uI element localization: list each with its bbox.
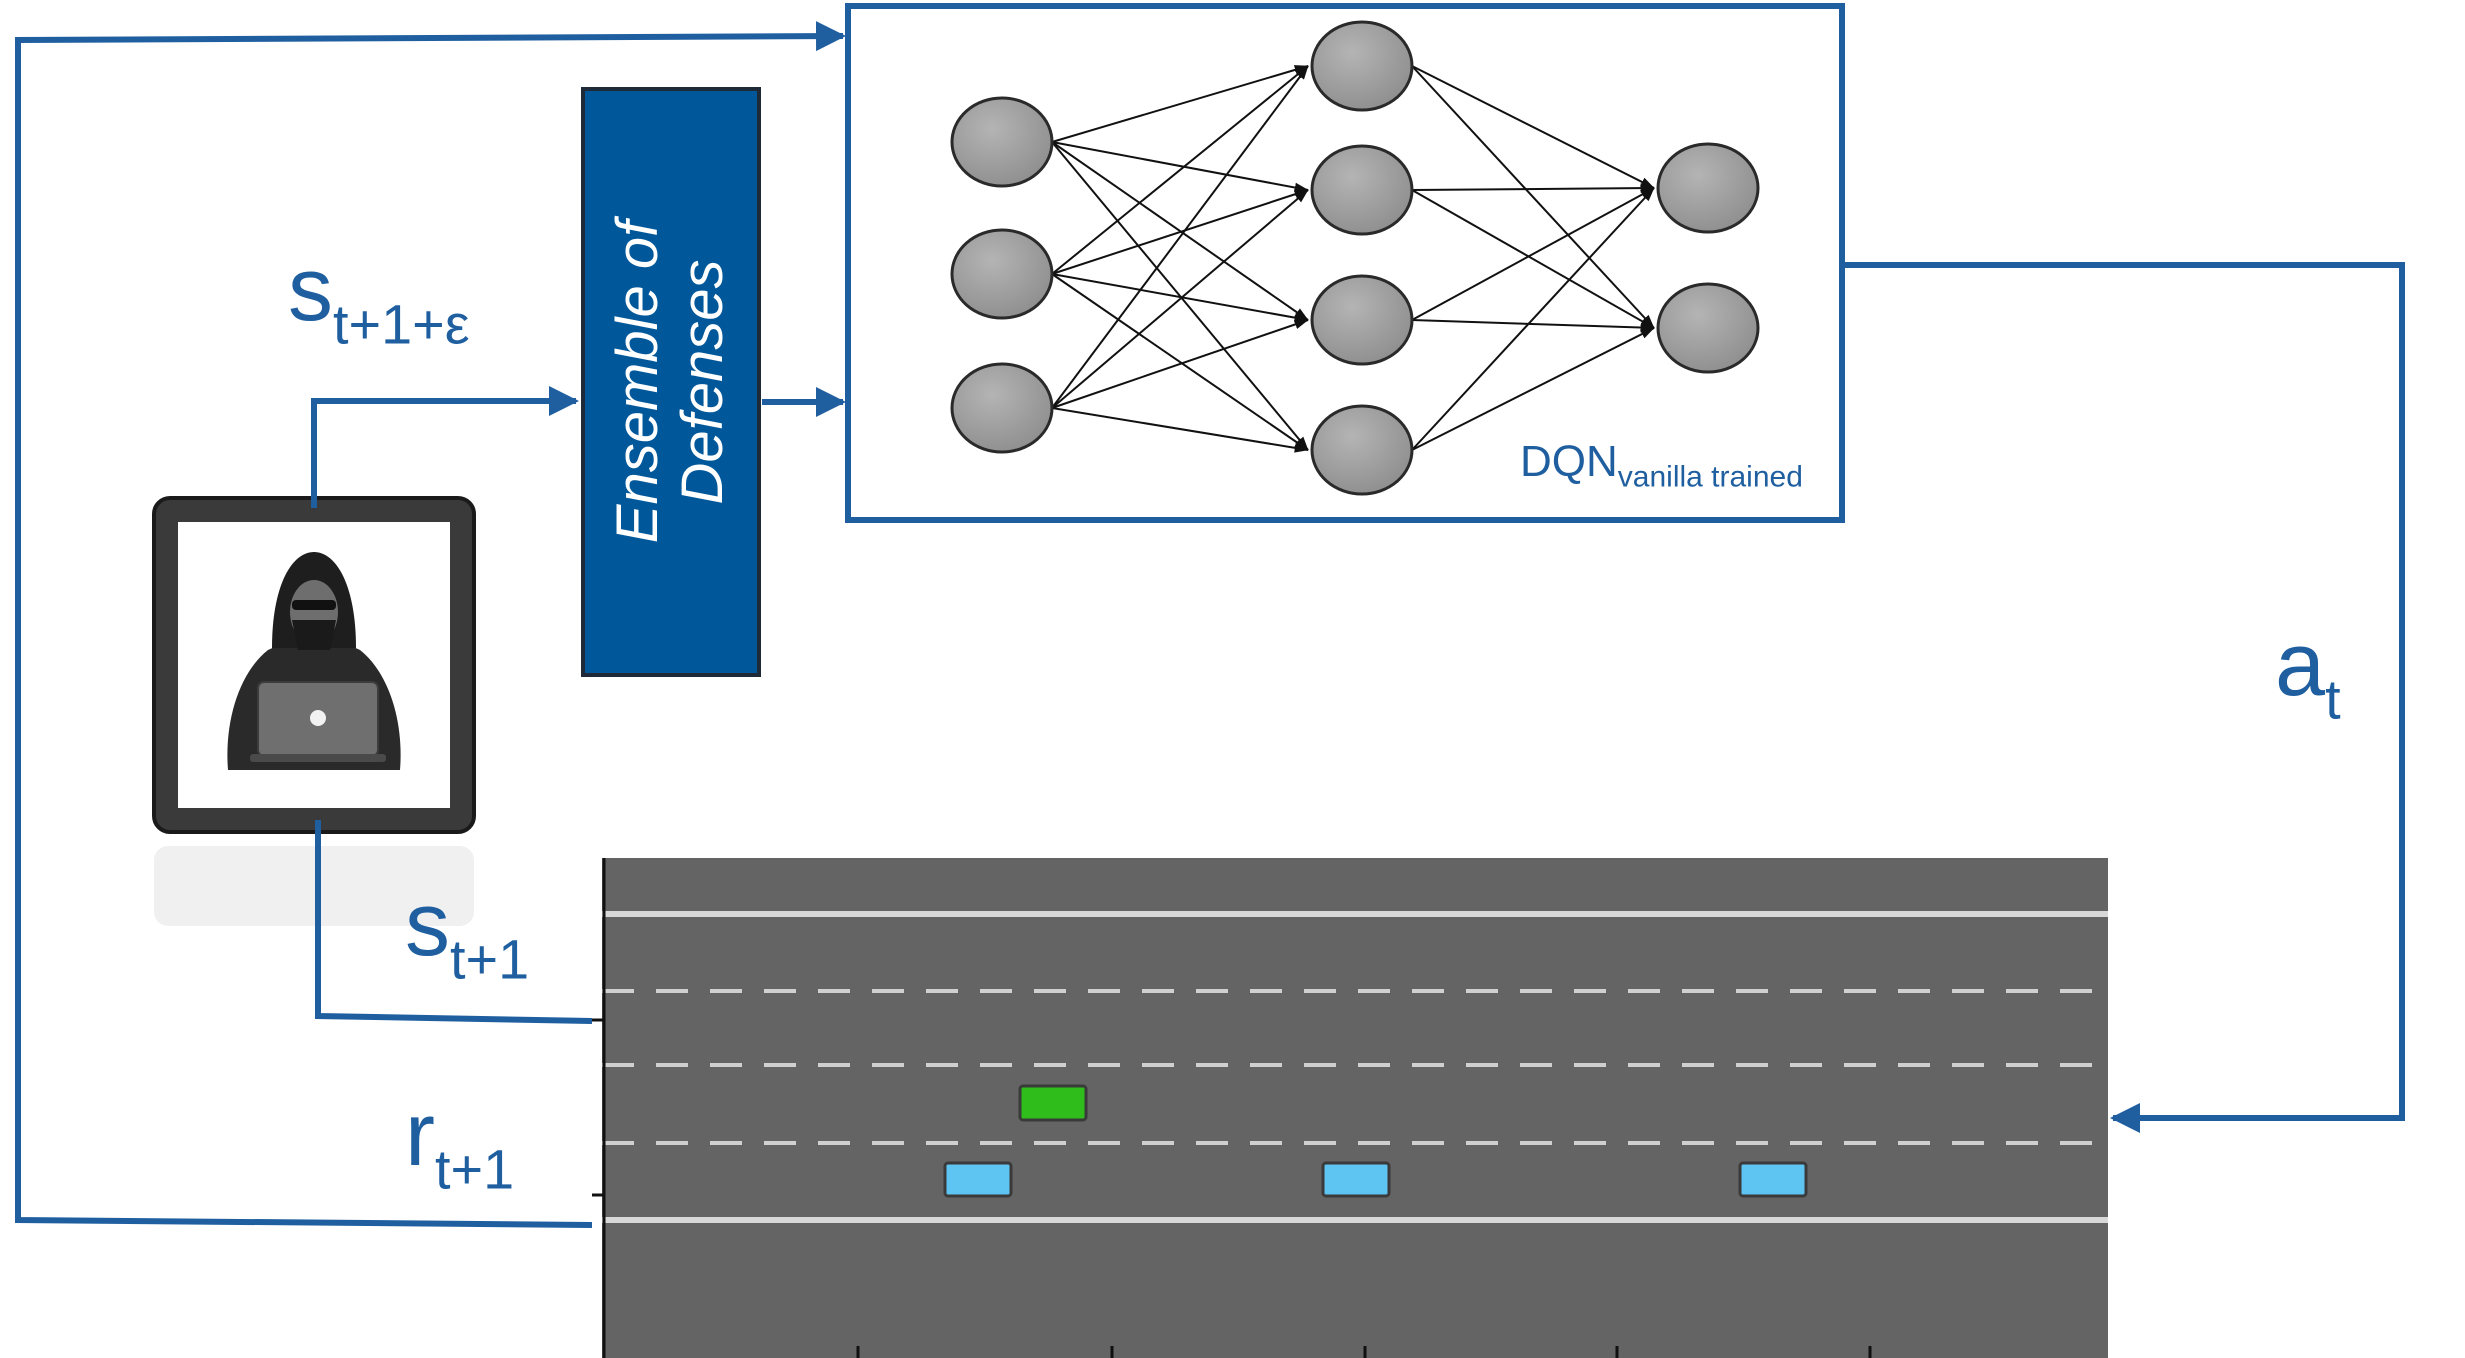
ensemble-label: Ensemble of Defenses <box>605 220 736 544</box>
action-line <box>1845 262 2405 1133</box>
network-edge <box>1411 65 1655 329</box>
network-edge <box>1051 189 1309 409</box>
network-edge <box>1051 141 1309 193</box>
network-edge <box>1051 65 1309 409</box>
network-edge <box>1051 65 1309 143</box>
network-edge <box>1411 65 1655 189</box>
label-a-t: at <box>2275 620 2341 727</box>
neuron-layer2-node4 <box>1310 404 1414 496</box>
network-edge <box>1051 273 1309 451</box>
label-action-base: a <box>2275 615 2326 715</box>
network-edge <box>1411 319 1655 333</box>
other-vehicle-3 <box>1738 1161 1808 1198</box>
label-s-eps-base: s <box>288 240 333 340</box>
plot-bottom-ticks <box>856 1346 1872 1358</box>
dqn-caption-main: DQN <box>1520 437 1618 486</box>
network-edge <box>1411 189 1655 329</box>
label-s-next-base: s <box>405 875 450 975</box>
ensemble-of-defenses-box: Ensemble of Defenses <box>581 87 761 677</box>
dqn-caption-sub: vanilla trained <box>1617 460 1803 494</box>
neuron-layer3-node2 <box>1656 282 1760 374</box>
network-connections <box>1051 65 1655 453</box>
dqn-caption: DQNvanilla trained <box>1520 440 1803 493</box>
label-s-next-sub: t+1 <box>450 927 530 991</box>
network-edge <box>1411 187 1655 451</box>
reward-feedback-line <box>15 21 846 1228</box>
network-edge <box>1051 319 1309 409</box>
highway-scene <box>592 858 2108 1358</box>
hacker-icon <box>227 552 401 770</box>
label-s-t-plus-1-plus-eps: st+1+ε <box>288 245 470 352</box>
label-r-next-base: r <box>405 1085 435 1185</box>
ego-vehicle <box>1018 1084 1088 1122</box>
label-action-sub: t <box>2325 667 2341 731</box>
network-edge <box>1051 65 1309 275</box>
neuron-layer2-node2 <box>1310 144 1414 236</box>
other-vehicle-2 <box>1321 1161 1391 1198</box>
neuron-layer1-node2 <box>950 228 1054 320</box>
neuron-layer2-node3 <box>1310 274 1414 366</box>
road-surface <box>602 858 2108 1358</box>
neuron-layer2-node1 <box>1310 20 1414 112</box>
label-s-t-plus-1: st+1 <box>405 880 529 987</box>
network-edge <box>1051 189 1309 275</box>
state-observation-line <box>315 820 593 1024</box>
label-r-next-sub: t+1 <box>434 1137 515 1201</box>
network-edge <box>1411 183 1655 194</box>
ensemble-label-line1: Ensemble of <box>605 220 671 544</box>
attacker-monitor <box>152 496 476 926</box>
network-edge <box>1051 273 1309 323</box>
network-edge <box>1411 327 1655 451</box>
label-r-t-plus-1: rt+1 <box>405 1090 514 1197</box>
neuron-layer1-node1 <box>950 96 1054 188</box>
ensemble-label-line2: Defenses <box>670 259 735 505</box>
network-neurons <box>950 20 1760 496</box>
network-edge <box>1051 407 1309 453</box>
perturbed-state-line <box>311 386 579 508</box>
neuron-layer3-node1 <box>1656 142 1760 234</box>
label-s-eps-sub: t+1+ε <box>333 292 470 356</box>
other-vehicle-1 <box>943 1161 1013 1198</box>
network-edge <box>1411 187 1655 321</box>
neuron-layer1-node3 <box>950 362 1054 454</box>
